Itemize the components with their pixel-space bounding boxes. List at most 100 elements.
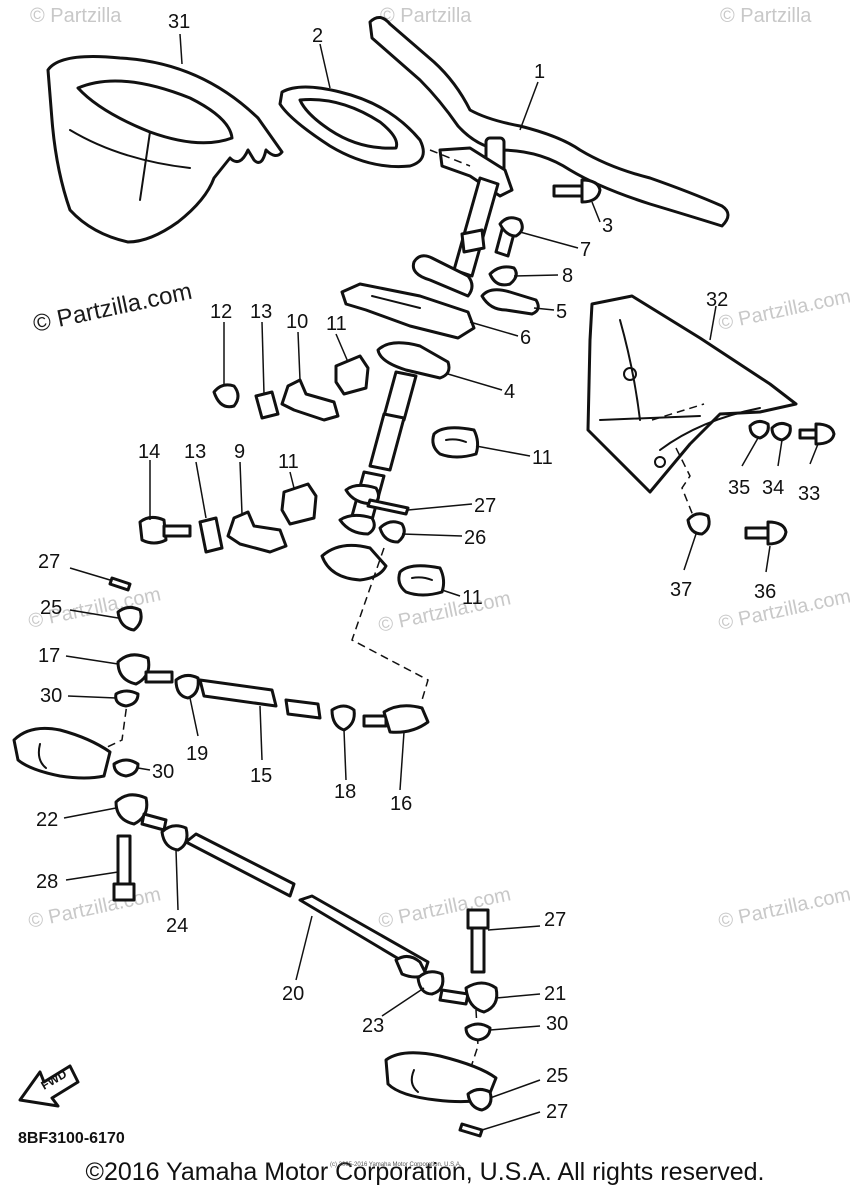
callout-25: 25 [40, 597, 62, 619]
callout-11: 11 [462, 587, 483, 609]
callout-15: 15 [250, 765, 272, 787]
callout-14: 14 [138, 441, 160, 463]
nut-26-part [378, 520, 406, 544]
bracket-9-part [226, 510, 288, 554]
side-panel-part [586, 294, 798, 494]
watermark: © Partzilla.com [376, 587, 512, 637]
washer-30a-part [114, 689, 140, 708]
callout-11: 11 [278, 451, 299, 473]
copyright-small-print: (c) 2005-2016 Yamaha Motor Corporation, … [330, 1162, 462, 1168]
copyright-notice: ©2016 Yamaha Motor Corporation, U.S.A. A… [85, 1158, 765, 1186]
callout-1: 1 [534, 61, 545, 83]
nut-24-part [160, 824, 189, 852]
rod-15b-part [284, 698, 322, 720]
callout-27: 27 [546, 1101, 568, 1123]
fastener-group-33-35 [748, 419, 836, 446]
watermark: © Partzilla.com [31, 278, 195, 338]
plate-13a-part [254, 390, 280, 420]
callout-30: 30 [152, 761, 174, 783]
callout-28: 27 [544, 909, 566, 931]
ball-joint-16-part [362, 704, 430, 734]
washer-30c-part [464, 1022, 492, 1042]
callout-8: 8 [562, 265, 573, 287]
bolt-3-part [552, 178, 602, 204]
callout-12: 12 [210, 301, 232, 323]
callout-5: 5 [556, 301, 567, 323]
callout-34: 34 [762, 477, 784, 499]
callout-27: 27 [474, 495, 496, 517]
callout-11: 11 [326, 313, 347, 335]
callout-20: 20 [282, 983, 304, 1005]
grommet-11c-part [280, 482, 318, 526]
callout-32: 32 [706, 289, 728, 311]
ball-joint-21-part [438, 981, 499, 1014]
ball-joint-22-part [114, 793, 168, 832]
callout-22: 22 [36, 809, 58, 831]
rod-20-part [184, 832, 430, 979]
nut-18-part [330, 704, 356, 732]
ball-joint-17-part [116, 653, 174, 686]
callout-33: 33 [798, 483, 820, 505]
callout-21: 21 [544, 983, 566, 1005]
grommet-11b-part [431, 426, 480, 459]
bracket-plate-part [340, 282, 476, 340]
bolt-29-part [112, 834, 136, 902]
forward-direction-arrow: FWD [18, 1064, 80, 1108]
bracket-10-part [280, 378, 340, 422]
callout-25: 25 [546, 1065, 568, 1087]
callout-7: 7 [580, 239, 591, 261]
diagram-part-code: 8BF3100-6170 [18, 1130, 125, 1147]
callout-37: 37 [670, 579, 692, 601]
callout-36: 36 [754, 581, 776, 603]
callout-30: 30 [546, 1013, 568, 1035]
pin-27c-part [458, 1122, 484, 1138]
watermark: © Partzilla [380, 5, 472, 27]
handlebar-cover-part [46, 55, 284, 244]
callout-2: 2 [312, 25, 323, 47]
washer-8-part [488, 265, 518, 287]
callout-31: 31 [168, 11, 190, 33]
callout-19: 19 [186, 743, 208, 765]
pin-27b-part [108, 576, 132, 592]
steering-column-part [368, 341, 451, 472]
grommet-11d-part [397, 564, 446, 597]
callout-26: 26 [464, 527, 486, 549]
bolt-7-part [494, 216, 524, 258]
assembly-lines [79, 149, 705, 1071]
watermark: © Partzilla.com [376, 883, 512, 933]
grommet-11a-part [334, 354, 370, 396]
callout-27: 27 [38, 551, 60, 573]
washer-30b-part [112, 758, 140, 778]
callout-13: 13 [250, 301, 272, 323]
nut-12-part [212, 383, 240, 409]
fastener-group-36-37 [686, 512, 788, 546]
callout-18: 18 [334, 781, 356, 803]
pin-27a-part [366, 498, 410, 516]
nut-25b-part [466, 1087, 493, 1112]
steering-pad-part [278, 85, 425, 169]
watermark: © Partzilla [720, 5, 812, 27]
nut-23-part [416, 970, 445, 996]
callout-17: 17 [38, 645, 60, 667]
callout-9: 9 [234, 441, 245, 463]
lever-arm-left [12, 726, 112, 780]
nut-25a-part [116, 605, 143, 632]
bolt-14-part [138, 515, 192, 545]
callout-6: 6 [520, 327, 531, 349]
callout-16: 16 [390, 793, 412, 815]
callout-35: 35 [728, 477, 750, 499]
callout-13: 13 [184, 441, 206, 463]
callout-23: 23 [362, 1015, 384, 1037]
steering-shaft-lower-part [320, 470, 388, 582]
leader-lines [63, 33, 819, 1131]
callout-29: 28 [36, 871, 58, 893]
bolt-28-part [466, 908, 490, 974]
handlebar-part [368, 16, 730, 228]
callout-11: 11 [532, 447, 553, 469]
plate-13b-part [198, 516, 224, 554]
callout-4: 4 [504, 381, 515, 403]
steering-shaft-upper-part [411, 176, 500, 298]
callout-24: 24 [166, 915, 188, 937]
